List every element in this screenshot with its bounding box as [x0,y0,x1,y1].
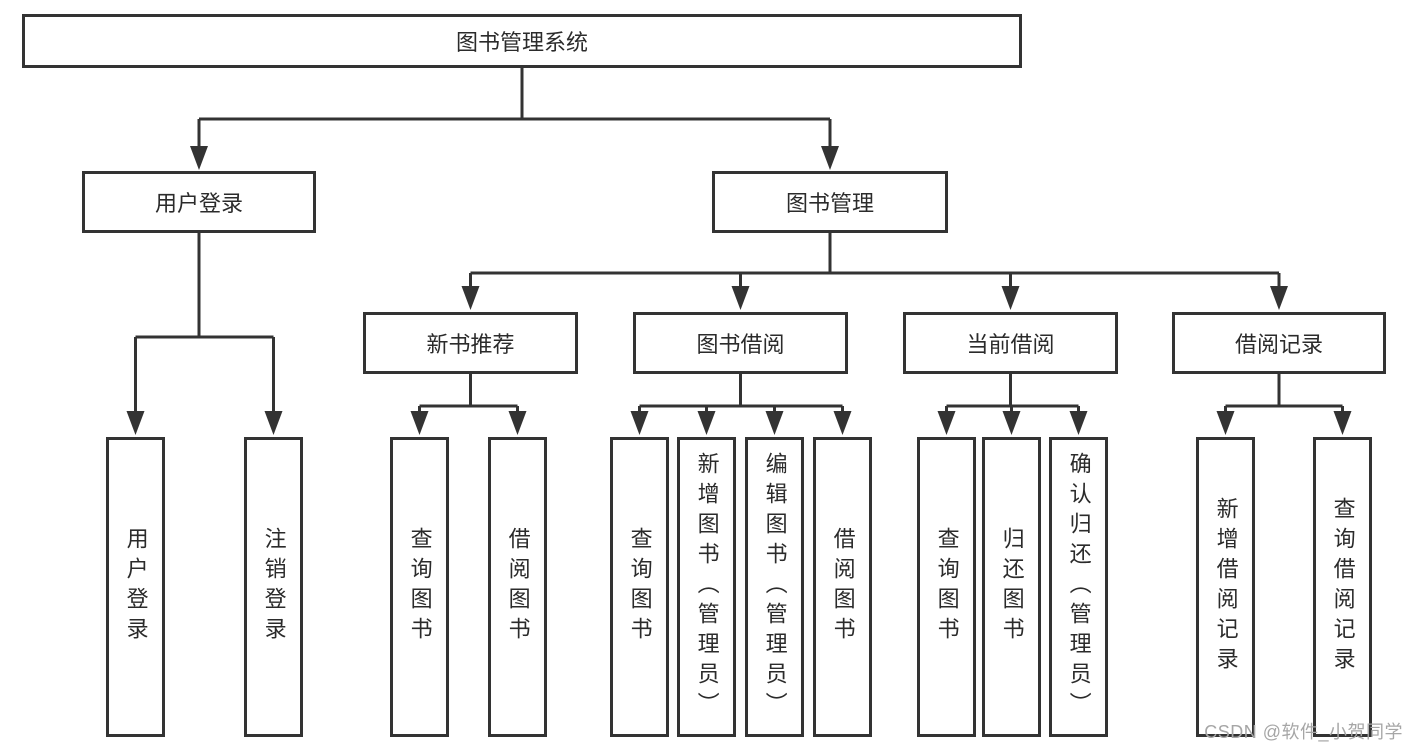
leaf-br-add-record: 新增借阅记录 [1196,437,1255,737]
connector-userlogin-to-leaves [126,233,283,435]
node-user-login: 用户登录 [82,171,316,233]
leaf-bb-query-books: 查询图书 [610,437,669,737]
leaf-cb-confirm-return-admin: 确认归还（管理员） [1049,437,1108,737]
leaf-cb-query-books: 查询图书 [917,437,976,737]
leaf-label: 借阅图书 [830,527,856,647]
connector-bookborrow-to-leaves [630,374,852,435]
leaf-label: 编辑图书（管理员） [762,452,788,722]
node-book-borrow: 图书借阅 [633,312,848,374]
connector-currentborrow-to-leaves [937,374,1088,435]
connector-root-to-level2 [190,68,839,170]
leaf-label: 新增借阅记录 [1213,497,1239,677]
node-current-borrow: 当前借阅 [903,312,1118,374]
leaf-label: 用户登录 [123,527,149,647]
leaf-bb-edit-book-admin: 编辑图书（管理员） [745,437,804,737]
leaf-label: 归还图书 [999,527,1025,647]
connector-bookmgmt-to-level3 [461,233,1288,310]
leaf-cb-return-books: 归还图书 [982,437,1041,737]
node-book-management: 图书管理 [712,171,948,233]
leaf-logout: 注销登录 [244,437,303,737]
leaf-label: 查询借阅记录 [1330,497,1356,677]
node-new-book-recommend: 新书推荐 [363,312,578,374]
leaf-bb-borrow-books: 借阅图书 [813,437,872,737]
leaf-label: 注销登录 [261,527,287,647]
leaf-label: 借阅图书 [505,527,531,647]
leaf-label: 确认归还（管理员） [1066,452,1092,722]
leaf-label: 查询图书 [407,527,433,647]
connector-newbooks-to-leaves [410,374,527,435]
node-borrow-records: 借阅记录 [1172,312,1386,374]
leaf-br-query-record: 查询借阅记录 [1313,437,1372,737]
leaf-user-login: 用户登录 [106,437,165,737]
node-root: 图书管理系统 [22,14,1022,68]
leaf-nb-borrow-books: 借阅图书 [488,437,547,737]
leaf-nb-query-books: 查询图书 [390,437,449,737]
leaf-bb-add-book-admin: 新增图书（管理员） [677,437,736,737]
leaf-label: 查询图书 [934,527,960,647]
leaf-label: 查询图书 [627,527,653,647]
connector-borrowrecords-to-leaves [1216,374,1352,435]
leaf-label: 新增图书（管理员） [694,452,720,722]
watermark: CSDN @软件_小贺同学 [1204,722,1403,742]
